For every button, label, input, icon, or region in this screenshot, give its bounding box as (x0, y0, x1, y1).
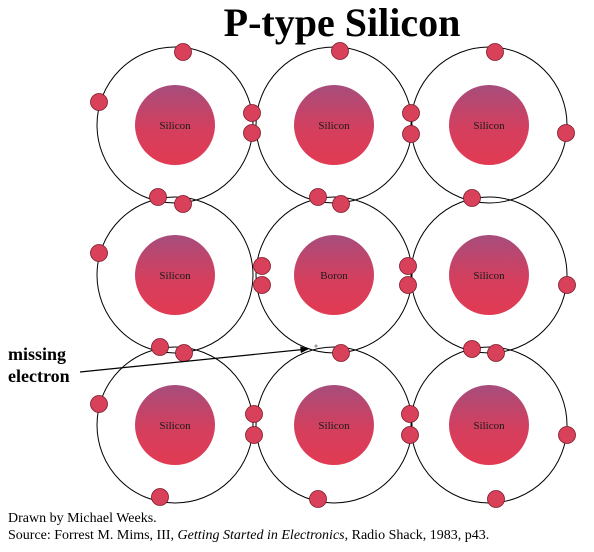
source-book-title: Getting Started in Electronics (177, 528, 345, 543)
missing-electron-annotation: missing electron (8, 344, 318, 386)
electron (399, 257, 417, 275)
electron-label: electron (8, 366, 70, 386)
page-title: P-type Silicon (224, 0, 461, 45)
electron (309, 490, 327, 508)
electron (332, 344, 350, 362)
nucleus-label: Silicon (473, 120, 505, 132)
orbit-ring (255, 346, 413, 504)
atom-nucleus (294, 85, 374, 165)
electron (90, 93, 108, 111)
electron-hole-marker (314, 344, 318, 348)
electron (399, 276, 417, 294)
atom-nucleus (135, 385, 215, 465)
electron (151, 338, 169, 356)
source-citation: Source: Forrest M. Mims, III, Getting St… (8, 528, 489, 544)
credit-text: Drawn by Michael Weeks. (8, 511, 157, 526)
electron (332, 195, 350, 213)
electron (401, 426, 419, 444)
nucleus-label: Silicon (473, 420, 505, 432)
nucleus-label: Silicon (159, 420, 191, 432)
electron (253, 276, 271, 294)
electron (558, 276, 576, 294)
electron (402, 125, 420, 143)
electron (243, 104, 261, 122)
nucleus-label: Silicon (318, 120, 350, 132)
nucleus-label: Silicon (318, 420, 350, 432)
electron (245, 405, 263, 423)
electron (174, 195, 192, 213)
nucleus-label: Silicon (159, 270, 191, 282)
electron (174, 43, 192, 61)
electron (486, 43, 504, 61)
electron (149, 188, 167, 206)
source-suffix: , Radio Shack, 1983, p43. (344, 528, 490, 543)
missing-electron-arrow (79, 346, 309, 373)
orbit-ring (96, 346, 254, 504)
nucleus-label: Silicon (473, 270, 505, 282)
electron (309, 188, 327, 206)
electron (557, 124, 575, 142)
missing-label: missing (8, 344, 66, 364)
electron (558, 426, 576, 444)
electron (402, 104, 420, 122)
atom-nucleus (449, 85, 529, 165)
electron (401, 405, 419, 423)
electron (331, 42, 349, 60)
valence-electrons (90, 42, 576, 508)
electron (245, 426, 263, 444)
source-prefix: Source: Forrest M. Mims, III, (8, 528, 178, 543)
electron (90, 395, 108, 413)
atom-nucleus (449, 385, 529, 465)
atom-nucleus (135, 235, 215, 315)
electron (463, 340, 481, 358)
electron (151, 488, 169, 506)
atom-nucleus (449, 235, 529, 315)
electron (463, 189, 481, 207)
atom-nucleus (294, 235, 374, 315)
electron (175, 344, 193, 362)
electron (487, 344, 505, 362)
electron (253, 257, 271, 275)
electron (487, 490, 505, 508)
atom-nucleus (135, 85, 215, 165)
nucleus-label: Boron (320, 270, 348, 282)
electron (243, 124, 261, 142)
orbit-ring (96, 196, 254, 354)
nucleus-label: Silicon (159, 120, 191, 132)
atom-nucleus (294, 385, 374, 465)
electron (90, 244, 108, 262)
